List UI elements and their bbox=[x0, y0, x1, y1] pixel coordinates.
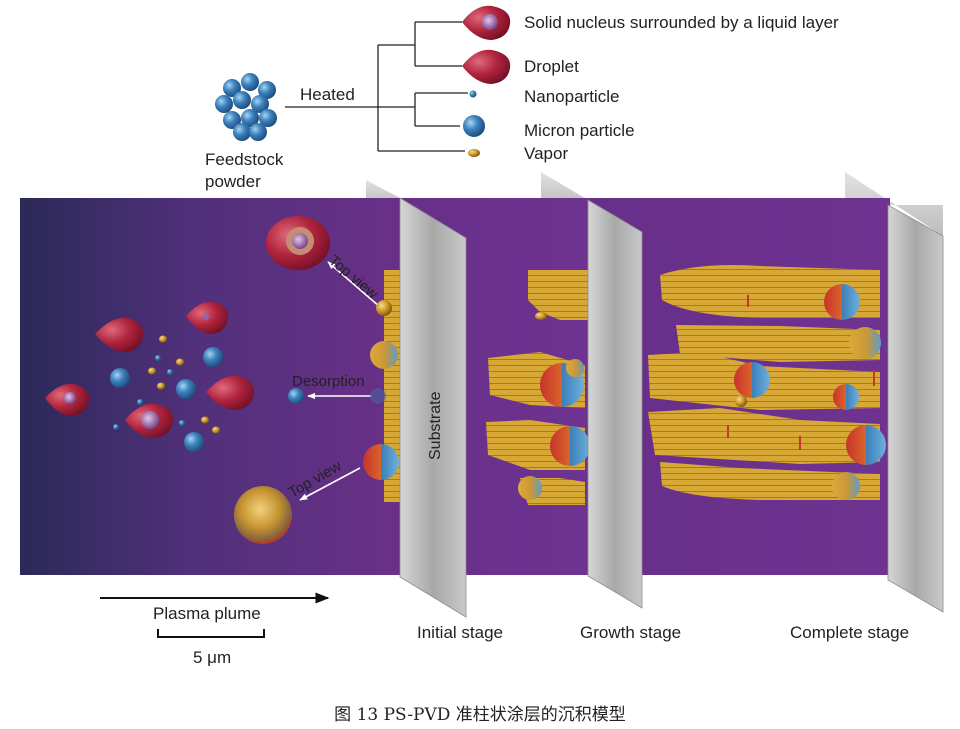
micron-particle bbox=[203, 347, 223, 367]
droplet bbox=[206, 375, 255, 410]
micron-particle bbox=[176, 379, 196, 399]
growth-stage-label: Growth stage bbox=[580, 623, 681, 642]
growth-stage-deposit bbox=[486, 270, 590, 505]
droplet-icon bbox=[462, 49, 511, 84]
legend-item-label: Solid nucleus surrounded by a liquid lay… bbox=[524, 13, 839, 32]
vapor-icon bbox=[468, 149, 480, 157]
plasma-plume-panel bbox=[20, 198, 400, 575]
legend-item-label: Droplet bbox=[524, 57, 579, 76]
micron-particle bbox=[110, 368, 130, 388]
substrate-plate bbox=[399, 197, 467, 618]
substrate-plate bbox=[587, 199, 643, 609]
heated-connector bbox=[285, 21, 468, 152]
liquid-coated-nucleus-icon bbox=[462, 5, 511, 40]
desorption-label: Desorption bbox=[292, 373, 365, 390]
plume-arrows bbox=[299, 261, 381, 501]
micron-particle bbox=[184, 432, 204, 452]
legend: Feedstock powder Heated Solid nu bbox=[205, 5, 839, 191]
complete-stage-deposit bbox=[648, 265, 886, 500]
substrate-label: Substrate bbox=[427, 391, 444, 460]
substrate-plate bbox=[887, 204, 944, 613]
micron-particle-icon bbox=[463, 115, 485, 137]
substrate-plate-top bbox=[541, 172, 588, 205]
initial-stage-label: Initial stage bbox=[417, 623, 503, 642]
top-view-arrow-lower bbox=[299, 467, 361, 501]
nanoparticle-icon bbox=[469, 90, 477, 98]
legend-item-label: Nanoparticle bbox=[524, 87, 619, 106]
plasma-plume-label: Plasma plume bbox=[153, 604, 261, 623]
top-view-micron-particle bbox=[234, 486, 292, 544]
legend-item-label: Vapor bbox=[524, 144, 568, 163]
top-view-coated-nucleus bbox=[266, 216, 330, 270]
legend-item-label: Micron particle bbox=[524, 121, 635, 140]
feedstock-label-line1: Feedstock bbox=[205, 150, 284, 169]
initial-stage-deposit bbox=[363, 270, 402, 502]
complete-stage-label: Complete stage bbox=[790, 623, 909, 642]
plume-particles bbox=[45, 216, 330, 544]
figure-caption: 图 13 PS-PVD 准柱状涂层的沉积模型 bbox=[334, 705, 626, 725]
feedstock-label-line2: powder bbox=[205, 172, 261, 191]
scale-bar bbox=[157, 629, 265, 638]
micron-particle bbox=[288, 388, 304, 404]
droplet bbox=[95, 317, 144, 352]
feedstock-powder-icon bbox=[215, 73, 277, 141]
top-view-arrow-upper bbox=[327, 261, 381, 308]
substrate-plate-top bbox=[845, 172, 943, 236]
heated-label: Heated bbox=[300, 85, 355, 104]
scale-label: 5 μm bbox=[193, 648, 231, 667]
